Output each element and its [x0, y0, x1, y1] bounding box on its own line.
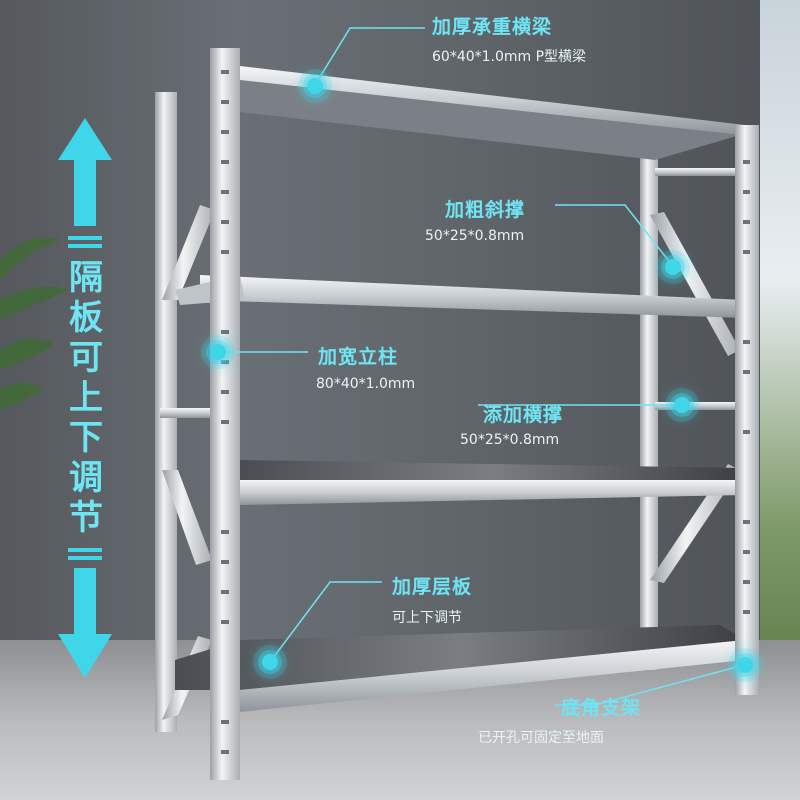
banner-text: 隔 板 可 上 下 调 节: [69, 258, 103, 538]
shelf-title: 加厚层板: [392, 576, 473, 598]
beam-title: 加厚承重横梁: [432, 16, 553, 38]
crossbrace-spec: 50*25*0.8mm: [460, 432, 560, 448]
plant-decoration: [0, 237, 68, 410]
shelf-spec: 可上下调节: [392, 610, 462, 626]
diagonal-spec: 50*25*0.8mm: [425, 228, 525, 244]
hotspot-icon: [674, 397, 690, 413]
beam-spec: 60*40*1.0mm P型横梁: [432, 49, 587, 65]
hotspot-icon: [307, 78, 323, 94]
foot-title: 底角支架: [561, 697, 642, 719]
hotspot-icon: [210, 344, 226, 360]
hotspot-icon: [665, 259, 681, 275]
upright-title: 加宽立柱: [318, 346, 399, 368]
upright-spec: 80*40*1.0mm: [316, 376, 416, 392]
adjustable-banner: [58, 118, 112, 678]
arrow-up-icon: [58, 118, 112, 226]
diagonal-title: 加粗斜撑: [445, 199, 526, 221]
arrow-down-icon: [58, 568, 112, 678]
foot-spec: 已开孔可固定至地面: [478, 730, 604, 746]
crossbrace-title: 添加横撑: [483, 404, 564, 426]
hotspot-icon: [262, 654, 278, 670]
window-background: [760, 0, 800, 700]
hotspot-icon: [737, 657, 753, 673]
